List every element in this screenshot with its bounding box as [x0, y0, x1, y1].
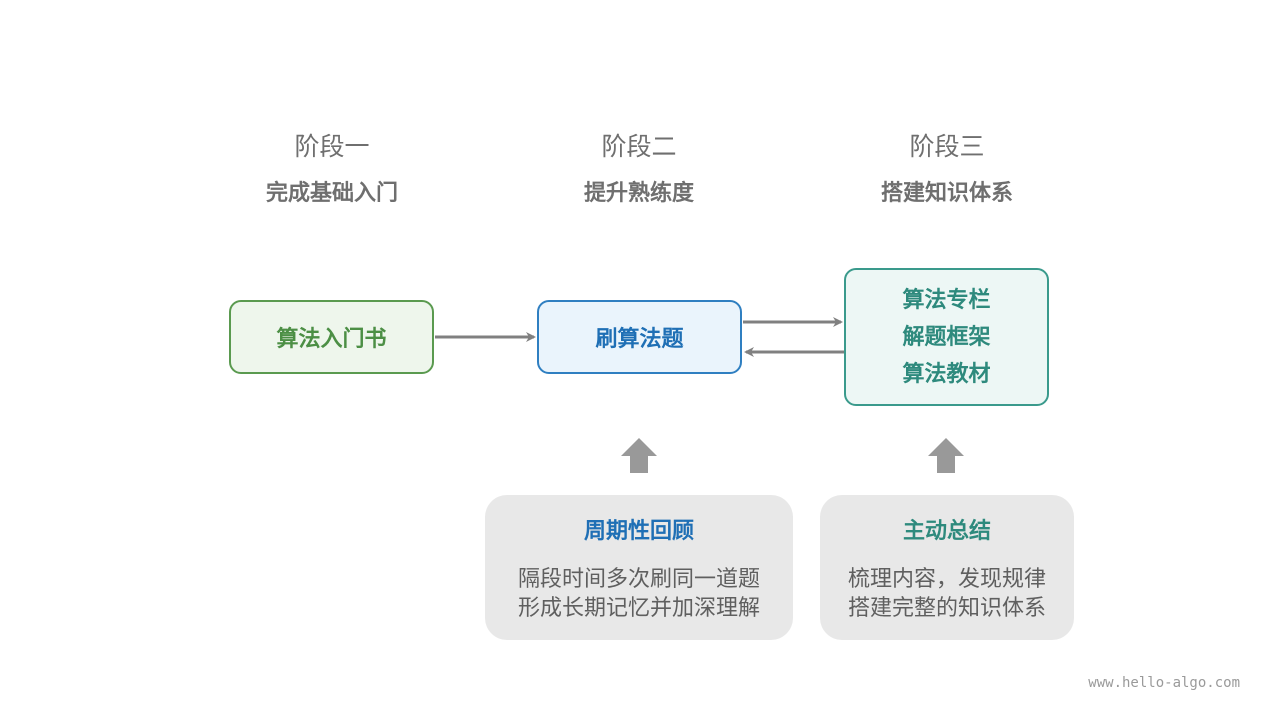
- up-arrow-summary: [928, 438, 964, 473]
- stage-3-subtitle: 搭建知识体系: [880, 181, 1013, 206]
- stage-1-title: 阶段一: [294, 132, 370, 161]
- box-practice-label: 刷算法题: [595, 327, 684, 352]
- up-arrow-review: [621, 438, 657, 473]
- card-review-title: 周期性回顾: [583, 519, 694, 544]
- box-knowledge-line-2: 解题框架: [902, 324, 991, 350]
- card-summary-line-2: 搭建完整的知识体系: [847, 596, 1046, 621]
- card-review-line-1: 隔段时间多次刷同一道题: [517, 567, 760, 592]
- box-knowledge-line-3: 算法教材: [902, 361, 991, 387]
- box-intro-book-label: 算法入门书: [276, 327, 387, 352]
- stage-3-title: 阶段三: [909, 132, 985, 161]
- stage-2-title: 阶段二: [601, 132, 677, 161]
- watermark: www.hello-algo.com: [1088, 675, 1240, 691]
- stage-1-subtitle: 完成基础入门: [265, 181, 398, 206]
- card-periodic-review: 周期性回顾 隔段时间多次刷同一道题 形成长期记忆并加深理解: [485, 495, 793, 640]
- card-summary-title: 主动总结: [902, 519, 991, 544]
- stage-2-subtitle: 提升熟练度: [583, 181, 694, 206]
- box-practice: 刷算法题: [537, 300, 742, 374]
- card-active-summary: 主动总结 梳理内容，发现规律 搭建完整的知识体系: [820, 495, 1074, 640]
- card-review-line-2: 形成长期记忆并加深理解: [517, 596, 760, 621]
- box-knowledge-line-1: 算法专栏: [902, 287, 991, 313]
- card-summary-line-1: 梳理内容，发现规律: [847, 567, 1046, 592]
- box-intro-book: 算法入门书: [229, 300, 434, 374]
- box-knowledge-sources: 算法专栏 解题框架 算法教材: [844, 268, 1049, 406]
